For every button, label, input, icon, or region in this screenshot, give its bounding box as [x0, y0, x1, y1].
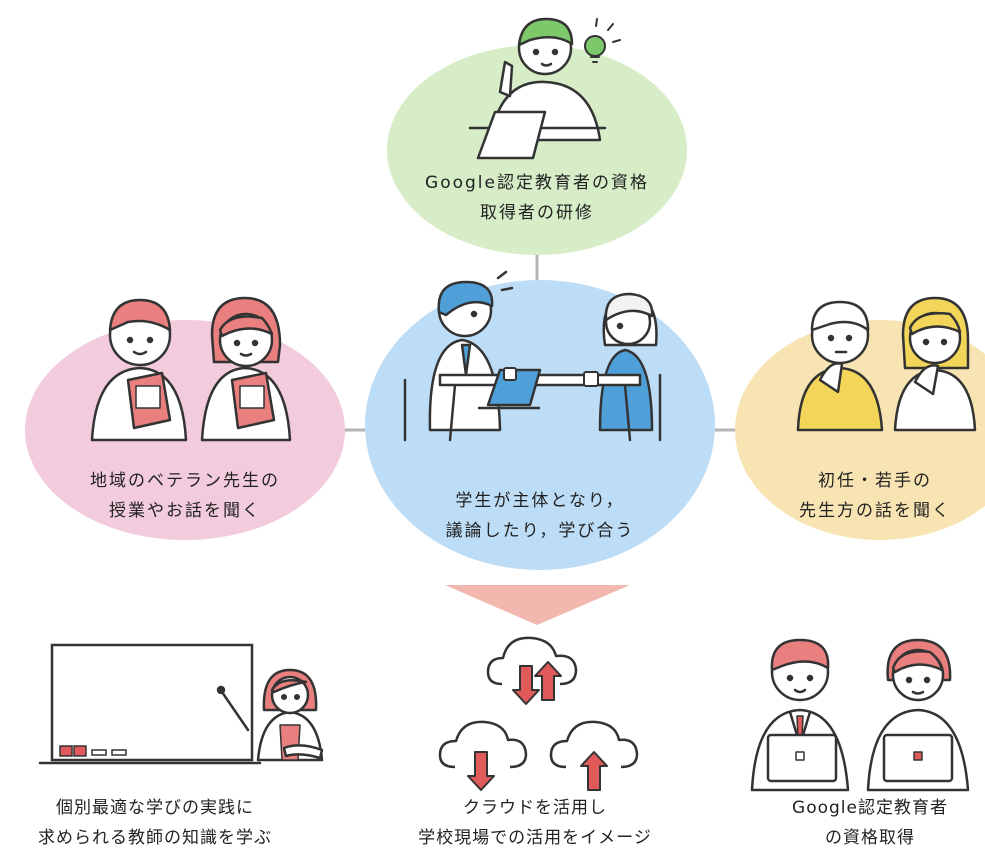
teacher-whiteboard-illustration	[216, 668, 324, 762]
cloud-arrows-icon	[512, 661, 562, 705]
lightbulb-icon	[584, 18, 621, 63]
veteran-teachers-illustration	[90, 296, 292, 442]
center-node-label: 学生が主体となり， 議論したり，学び合う	[390, 486, 690, 546]
outcome-label-knowledge: 個別最適な学びの実践に 求められる教師の知識を学ぶ	[5, 793, 305, 853]
top-node-line2: 取得者の研修	[480, 203, 594, 223]
down-arrow	[445, 585, 630, 625]
upload-arrow-icon	[580, 751, 608, 791]
left-node-line2: 授業やお話を聞く	[109, 501, 261, 521]
outcome-label-certification: Google認定教育者 の資格取得	[760, 793, 980, 853]
cloud-upload-right-icon	[549, 720, 639, 769]
outcome-knowledge-line1: 個別最適な学びの実践に	[56, 798, 254, 818]
top-circle	[387, 45, 687, 255]
outcome-knowledge-line2: 求められる教師の知識を学ぶ	[38, 828, 272, 848]
outcome-label-cloud: クラウドを活用し 学校現場での活用をイメージ	[375, 793, 695, 853]
certified-students-illustration	[750, 638, 970, 792]
whiteboard-icon	[38, 643, 262, 765]
young-teachers-illustration	[796, 296, 977, 432]
center-node-line2: 議論したり，学び合う	[445, 521, 635, 541]
left-node-line1: 地域のベテラン先生の	[90, 471, 280, 491]
download-arrow-icon	[467, 751, 495, 791]
top-node-line1: Google認定教育者の資格	[425, 173, 649, 193]
right-node-line1: 初任・若手の	[818, 471, 932, 491]
cloud-download-icon	[438, 720, 528, 769]
center-node-line1: 学生が主体となり，	[455, 491, 625, 511]
right-node-line2: 先生方の話を聞く	[799, 501, 951, 521]
outcome-cloud-line2: 学校現場での活用をイメージ	[418, 828, 652, 848]
outcome-certification-line1: Google認定教育者	[792, 798, 948, 818]
right-node-label: 初任・若手の 先生方の話を聞く	[770, 466, 980, 526]
students-discussion-illustration	[403, 270, 662, 442]
outcome-certification-line2: の資格取得	[825, 828, 915, 848]
person-laptop-illustration	[468, 17, 607, 160]
outcome-cloud-line1: クラウドを活用し	[463, 798, 607, 818]
top-node-label: Google認定教育者の資格 取得者の研修	[387, 168, 687, 228]
laptop-icon	[478, 368, 542, 410]
coffee-cup-icon	[503, 367, 599, 387]
left-node-label: 地域のベテラン先生の 授業やお話を聞く	[40, 466, 330, 526]
